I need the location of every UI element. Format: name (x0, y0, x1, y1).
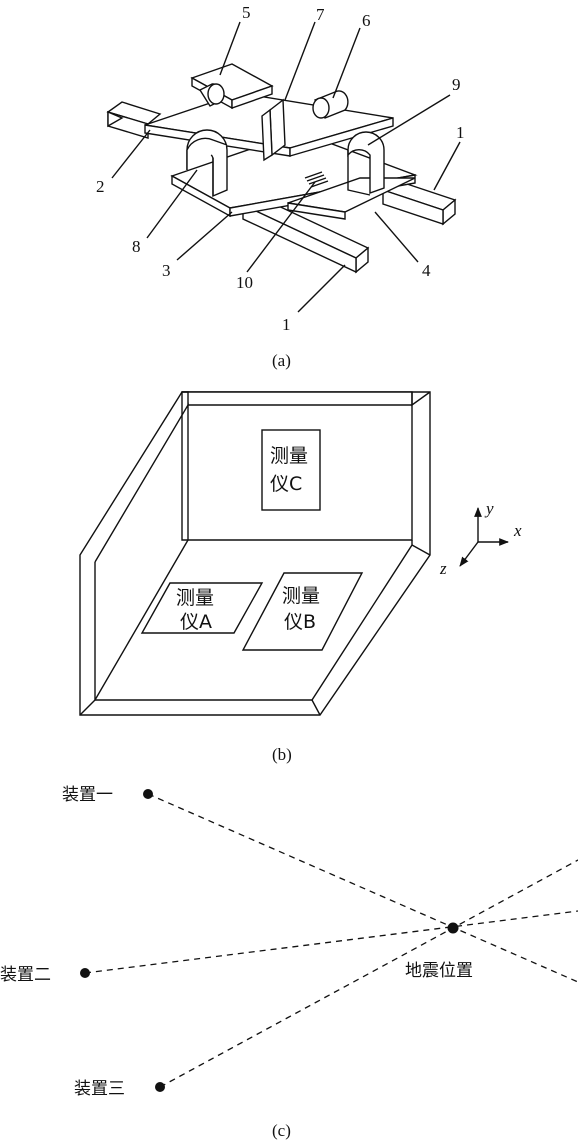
coordinate-axes: y x z (439, 499, 522, 578)
caption-b: (b) (272, 745, 292, 764)
upright-8 (186, 129, 228, 198)
device-2-dot (80, 968, 90, 978)
blade-7 (261, 98, 286, 162)
spring-10 (304, 171, 329, 188)
part-label-7: 7 (316, 5, 325, 24)
epicenter-label: 地震位置 (405, 961, 473, 981)
instrument-a-line1: 测量 (176, 587, 214, 609)
instrument-a-line2: 仪A (180, 611, 212, 633)
caption-a: (a) (272, 351, 291, 370)
ray-device-3 (159, 859, 578, 1088)
instrument-b-panel (241, 572, 364, 651)
part-label-2: 2 (96, 177, 105, 196)
part-label-5: 5 (242, 3, 251, 22)
instrument-c-panel (261, 429, 321, 511)
axis-z-label: z (439, 559, 447, 578)
part-label-4: 4 (422, 261, 431, 280)
instrument-c-line2: 仪C (270, 473, 302, 495)
rail-lower (241, 194, 370, 274)
ray-device-1 (147, 793, 578, 983)
part-label-1-bottom: 1 (282, 315, 291, 334)
mount-block-5 (190, 63, 274, 110)
device-1-label: 装置一 (62, 785, 113, 805)
instrument-b-line2: 仪B (284, 611, 316, 633)
part-label-1-right: 1 (456, 123, 465, 142)
figure-a-device: 5 7 6 9 1 2 8 3 10 4 1 (96, 3, 465, 334)
instrument-b-line1: 测量 (282, 585, 320, 607)
epicenter-dot (447, 922, 459, 934)
leader-lines (111, 21, 461, 313)
axis-x-label: x (513, 521, 522, 540)
part-label-6: 6 (362, 11, 371, 30)
instrument-c-line1: 测量 (270, 445, 308, 467)
caption-c: (c) (272, 1121, 291, 1140)
rail-right (381, 179, 457, 226)
part-label-8: 8 (132, 237, 141, 256)
figure-b-room: 测量 仪C 测量 仪A 测量 仪B (79, 391, 431, 716)
part-label-9: 9 (452, 75, 461, 94)
upright-9 (347, 131, 385, 196)
figure-c-triangulation: 装置一 装置二 装置三 地震位置 (0, 785, 578, 1099)
device-1-dot (143, 789, 153, 799)
cylinder-6 (312, 90, 349, 119)
device-3-dot (155, 1082, 165, 1092)
device-3-label: 装置三 (74, 1079, 125, 1099)
ray-device-2 (84, 910, 578, 974)
part-label-3: 3 (162, 261, 171, 280)
device-2-label: 装置二 (0, 965, 51, 985)
axis-y-label: y (484, 499, 494, 518)
part-label-10: 10 (236, 273, 253, 292)
instrument-a-panel (140, 582, 264, 634)
